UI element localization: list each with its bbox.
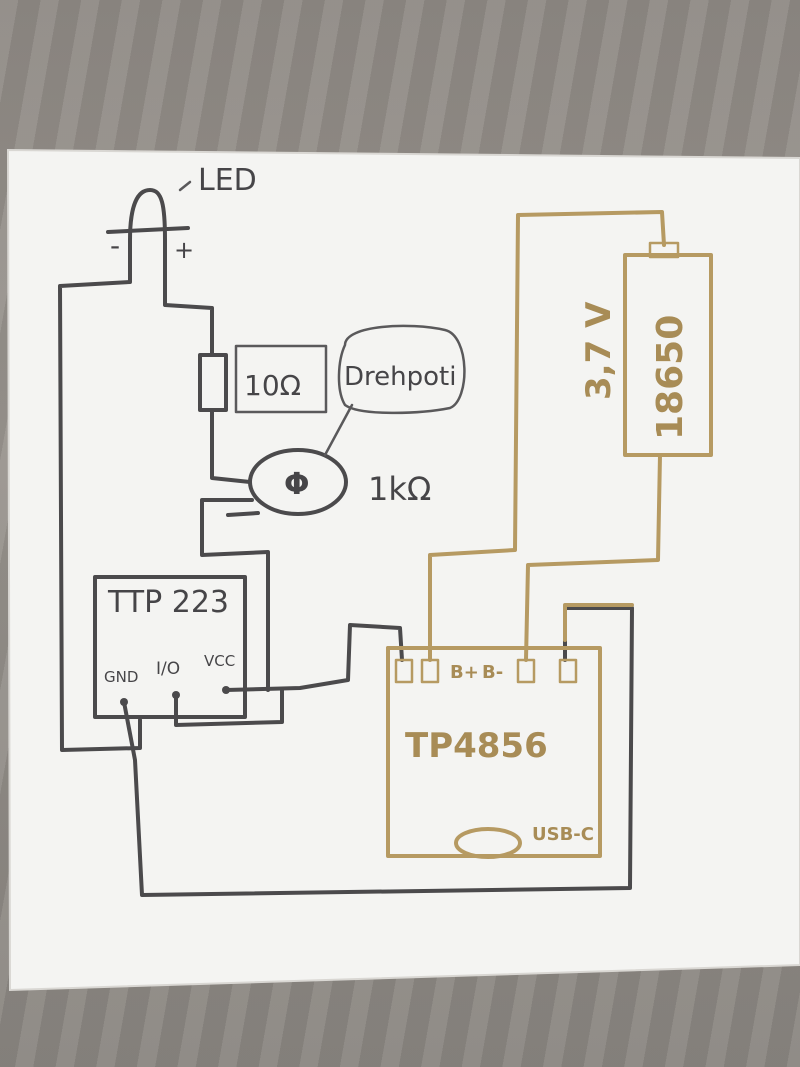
ttp223-label: TTP 223 bbox=[107, 585, 229, 620]
drehpoti-pointer bbox=[323, 403, 354, 457]
battery-label: 18650 bbox=[650, 315, 691, 440]
ttp223-module bbox=[93, 575, 247, 719]
led-symbol bbox=[106, 180, 192, 242]
paper-sheet bbox=[8, 150, 800, 990]
paper-shadow bbox=[6, 148, 800, 992]
wire-bminus-battery bbox=[524, 453, 662, 662]
wire-ttp-vcc-charger bbox=[224, 623, 404, 692]
battery-voltage-label: 3,7 V bbox=[579, 301, 619, 400]
wire-led-plus-resistor bbox=[163, 238, 214, 357]
resistor-label-box bbox=[234, 344, 328, 414]
resistor-label: 10Ω bbox=[244, 369, 301, 402]
battery-body bbox=[623, 253, 713, 457]
led-label: LED bbox=[198, 163, 257, 198]
wire-bplus-battery bbox=[428, 210, 666, 662]
drehpoti-label: Drehpoti bbox=[344, 362, 456, 392]
tp4856-pad-1 bbox=[394, 658, 414, 684]
usb-port bbox=[454, 827, 522, 859]
ttp223-pin-vcc: VCC bbox=[204, 652, 235, 670]
wire-resistor-pot bbox=[210, 408, 252, 484]
ttp223-pin-gnd: GND bbox=[104, 668, 138, 686]
ttp223-pin-io: I/O bbox=[156, 659, 180, 679]
wire-pot-ttp bbox=[200, 498, 270, 692]
led-plus-label: + bbox=[174, 236, 194, 264]
tp4856-pin-bplus: B+ bbox=[450, 662, 479, 683]
usb-port-label: USB-C bbox=[532, 824, 594, 845]
pot-symbol-glyph: Φ bbox=[284, 467, 310, 502]
tp4856-pin-bminus: B- bbox=[482, 662, 503, 683]
led-minus-label: - bbox=[110, 229, 120, 262]
pot-symbol bbox=[248, 448, 348, 516]
drehpoti-bubble bbox=[337, 324, 466, 415]
tp4856-label: TP4856 bbox=[405, 726, 548, 766]
wire-led-minus-gnd bbox=[58, 238, 142, 752]
pot-value-label: 1kΩ bbox=[368, 470, 431, 508]
tp4856-pad-4 bbox=[558, 658, 578, 684]
battery-terminal bbox=[648, 241, 680, 259]
wire-ttp-io bbox=[174, 688, 284, 727]
